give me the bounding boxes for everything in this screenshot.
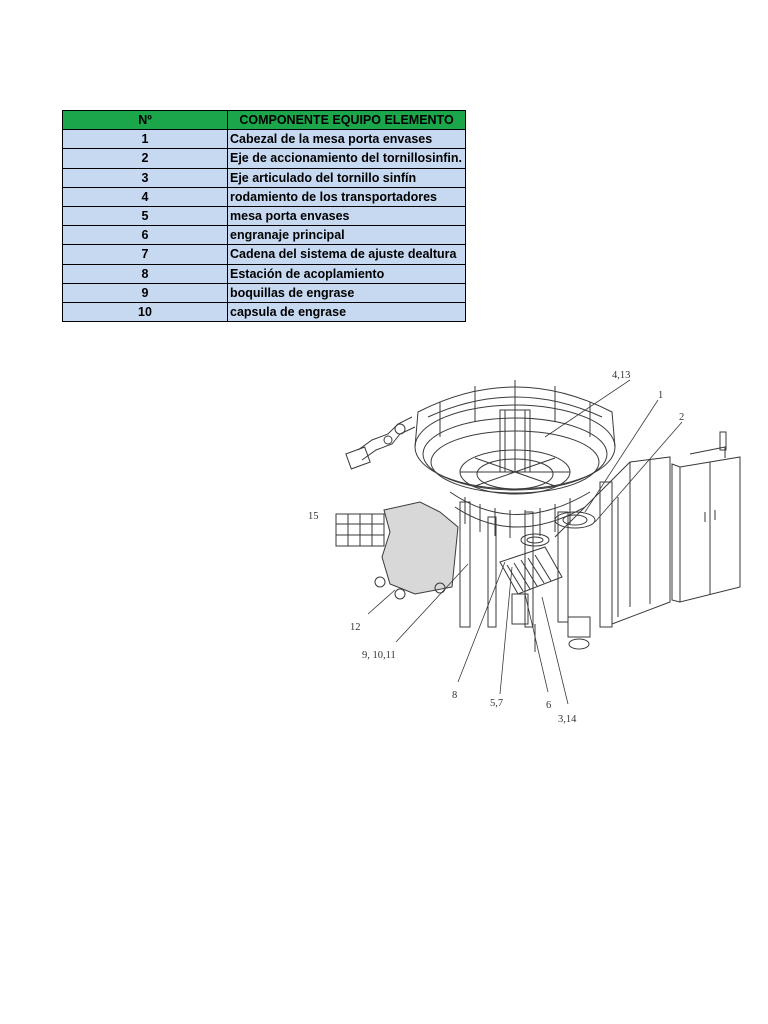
row-description: boquillas de engrase xyxy=(227,282,466,303)
leader-lines xyxy=(367,379,683,705)
callout-label: 9, 10,11 xyxy=(362,650,396,661)
machine-diagram: 4,13 1 2 15 12 9, 10,11 8 5,7 6 3,14 xyxy=(308,370,741,725)
support-frame xyxy=(459,456,671,628)
row-description: engranaje principal xyxy=(227,225,466,246)
row-description: Estación de acoplamiento xyxy=(227,263,466,284)
header-number: Nº xyxy=(62,109,228,131)
callout-label: 12 xyxy=(350,622,361,633)
row-number: 8 xyxy=(62,263,228,284)
callout-label: 2 xyxy=(679,412,684,423)
robot-arm xyxy=(345,416,416,470)
row-number: 9 xyxy=(62,282,228,303)
row-description: mesa porta envases xyxy=(227,205,466,227)
filler-ring xyxy=(449,491,591,538)
row-number: 7 xyxy=(62,244,228,265)
gears xyxy=(520,511,596,547)
row-description: Cabezal de la mesa porta envases xyxy=(227,129,466,150)
callout-label: 15 xyxy=(308,511,319,522)
row-number: 4 xyxy=(62,186,228,207)
row-description: rodamiento de los transportadores xyxy=(227,186,466,207)
row-description: capsula de engrase xyxy=(227,301,466,323)
header-component: COMPONENTE EQUIPO ELEMENTO xyxy=(227,109,466,131)
row-number: 6 xyxy=(62,225,228,246)
callout-label: 5,7 xyxy=(490,698,503,709)
row-number: 5 xyxy=(62,205,228,227)
row-description: Eje articulado del tornillo sinfín xyxy=(227,167,466,188)
pallet-cage xyxy=(335,501,459,600)
row-number: 3 xyxy=(62,167,228,188)
callout-label: 3,14 xyxy=(558,714,577,725)
row-description: Eje de accionamiento del tornillosinfin. xyxy=(227,148,466,169)
row-number: 2 xyxy=(62,148,228,169)
screw-conveyor xyxy=(499,546,591,652)
callout-label: 1 xyxy=(658,390,663,401)
row-number: 10 xyxy=(62,301,228,323)
row-description: Cadena del sistema de ajuste dealtura xyxy=(227,244,466,265)
control-cabinet xyxy=(671,431,741,603)
callout-label: 4,13 xyxy=(612,370,630,381)
table-header-row: Nº COMPONENTE EQUIPO ELEMENTO xyxy=(62,109,466,131)
row-number: 1 xyxy=(62,129,228,150)
callout-label: 8 xyxy=(452,690,457,701)
callout-label: 6 xyxy=(546,700,551,711)
turret xyxy=(459,404,571,495)
